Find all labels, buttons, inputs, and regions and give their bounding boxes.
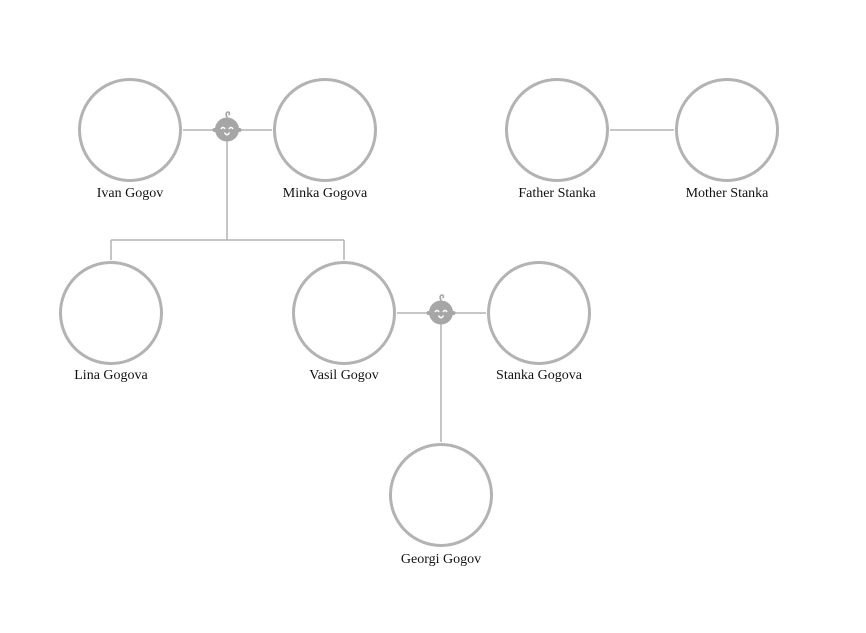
union-node-vasil-stanka[interactable] xyxy=(426,292,456,326)
person-avatar-circle[interactable] xyxy=(273,78,377,182)
person-node-georgi[interactable]: Georgi Gogov xyxy=(386,440,496,580)
person-node-minka[interactable]: Minka Gogova xyxy=(270,75,380,215)
person-name: Stanka Gogova xyxy=(496,368,582,383)
person-avatar-circle[interactable] xyxy=(292,261,396,365)
person-name: Father Stanka xyxy=(518,186,596,201)
person-avatar-circle[interactable] xyxy=(59,261,163,365)
person-node-lina[interactable]: Lina Gogova xyxy=(56,258,166,398)
person-name: Lina Gogova xyxy=(74,368,148,383)
person-name: Georgi Gogov xyxy=(400,552,482,567)
person-name: Ivan Gogov xyxy=(96,186,164,201)
person-node-stanka[interactable]: Stanka Gogova xyxy=(484,258,594,398)
union-node-ivan-minka[interactable] xyxy=(212,109,242,143)
person-avatar-circle[interactable] xyxy=(505,78,609,182)
person-node-vasil[interactable]: Vasil Gogov xyxy=(289,258,399,398)
person-avatar-circle[interactable] xyxy=(78,78,182,182)
baby-icon xyxy=(212,111,242,142)
person-name: Vasil Gogov xyxy=(309,368,379,383)
person-name: Minka Gogova xyxy=(282,186,368,201)
person-avatar-circle[interactable] xyxy=(487,261,591,365)
person-node-ivan[interactable]: Ivan Gogov xyxy=(75,75,185,215)
person-node-father-stanka[interactable]: Father Stanka xyxy=(502,75,612,215)
person-avatar-circle[interactable] xyxy=(389,443,493,547)
person-avatar-circle[interactable] xyxy=(675,78,779,182)
person-name: Mother Stanka xyxy=(685,186,769,201)
person-node-mother-stanka[interactable]: Mother Stanka xyxy=(672,75,782,215)
baby-icon xyxy=(426,294,456,325)
